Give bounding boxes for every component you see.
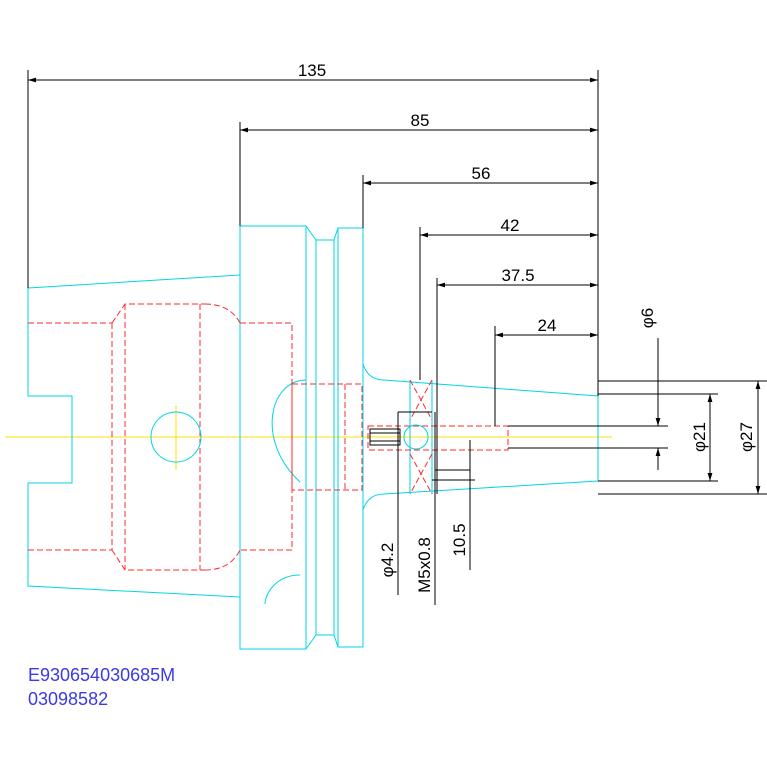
hidden-lines	[28, 303, 509, 571]
dim-56: 56	[472, 164, 491, 183]
dim-thread-m5: M5x0.8	[415, 537, 434, 593]
dim-10-5: 10.5	[450, 523, 469, 556]
thread-detail	[369, 424, 429, 450]
dim-dia-27: φ27	[737, 422, 756, 452]
length-dimensions	[27, 70, 599, 494]
dim-85: 85	[411, 111, 430, 130]
dim-dia-4-2: φ4.2	[378, 543, 397, 578]
dim-dia-6: φ6	[638, 308, 657, 328]
part-number: E930654030685M	[28, 665, 175, 685]
cross-hole	[150, 411, 202, 463]
dim-24: 24	[538, 316, 557, 335]
part-outline	[27, 225, 599, 650]
code-number: 03098582	[28, 689, 108, 709]
centerline	[5, 405, 612, 470]
bore-dimensions	[397, 411, 475, 605]
dim-42: 42	[501, 216, 520, 235]
diameter-dimensions	[508, 338, 767, 495]
dim-135: 135	[298, 61, 326, 80]
dim-dia-21: φ21	[690, 422, 709, 452]
dim-37-5: 37.5	[501, 266, 534, 285]
